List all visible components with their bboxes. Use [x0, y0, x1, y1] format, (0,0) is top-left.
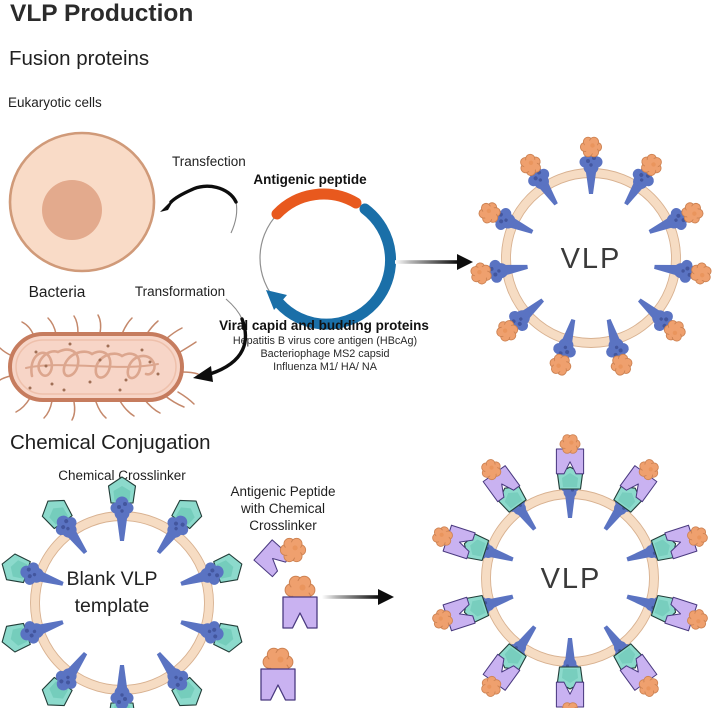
- section-heading-fusion: Fusion proteins: [9, 47, 149, 70]
- label-transformation: Transformation: [135, 284, 225, 299]
- arrowhead: [160, 196, 176, 212]
- fusion-vlp-illustration: VLP: [470, 137, 712, 377]
- label-capsid-item-2: Bacteriophage MS2 capsid: [260, 348, 389, 360]
- fusion-result-arrow: [395, 254, 473, 270]
- arrowhead: [193, 366, 213, 382]
- cell-nucleus: [42, 180, 102, 240]
- peptide-crosslinker-molecule: [260, 647, 296, 701]
- label-vlp-fusion: VLP: [561, 243, 622, 275]
- label-capsid-title: Viral capid and budding proteins: [219, 318, 429, 333]
- label-blank-vlp-line2: template: [75, 595, 150, 617]
- figure-title: VLP Production: [10, 0, 193, 27]
- capsid-gene-segment: [273, 203, 397, 330]
- label-peptide-line1: Antigenic Peptide: [230, 484, 335, 499]
- bacteria-illustration: [0, 314, 199, 421]
- antigenic-peptide-segment: [271, 188, 362, 220]
- transformation-arrow: [193, 298, 248, 382]
- bacteria-chromosome: [30, 348, 156, 380]
- peptide-crosslinker-molecules: [253, 537, 318, 701]
- arrowhead: [378, 589, 394, 605]
- label-peptide-line2: with Chemical: [240, 501, 325, 516]
- label-chemical-crosslinker: Chemical Crosslinker: [58, 468, 186, 483]
- conjugated-vlp-illustration: VLP: [430, 435, 711, 708]
- blank-vlp-illustration: Blank VLP template: [0, 476, 247, 708]
- arrowhead: [457, 254, 473, 270]
- label-capsid-item-1: Hepatitis B virus core antigen (HBcAg): [233, 335, 417, 347]
- label-eukaryotic-cells: Eukaryotic cells: [8, 95, 102, 110]
- label-bacteria: Bacteria: [29, 284, 86, 301]
- eukaryotic-cell-illustration: [8, 131, 156, 273]
- transfection-arrow: [160, 184, 238, 234]
- plasmid-illustration: [259, 188, 397, 330]
- label-transfection: Transfection: [172, 154, 246, 169]
- bacteria-inner-membrane: [15, 339, 177, 395]
- label-antigenic-peptide: Antigenic peptide: [253, 172, 367, 187]
- conjugation-result-arrow: [322, 589, 394, 605]
- label-blank-vlp-line1: Blank VLP: [66, 568, 157, 590]
- label-peptide-line3: Crosslinker: [249, 518, 317, 533]
- bacteria-ribosome-dots: [28, 342, 160, 392]
- peptide-crosslinker-molecule: [253, 537, 307, 578]
- peptide-crosslinker-molecule: [282, 575, 318, 629]
- section-heading-conjugation: Chemical Conjugation: [10, 431, 211, 454]
- plasmid-arrowhead: [266, 290, 287, 310]
- label-capsid-item-3: Influenza M1/ HA/ NA: [273, 361, 378, 373]
- label-vlp-conjugated: VLP: [541, 563, 602, 595]
